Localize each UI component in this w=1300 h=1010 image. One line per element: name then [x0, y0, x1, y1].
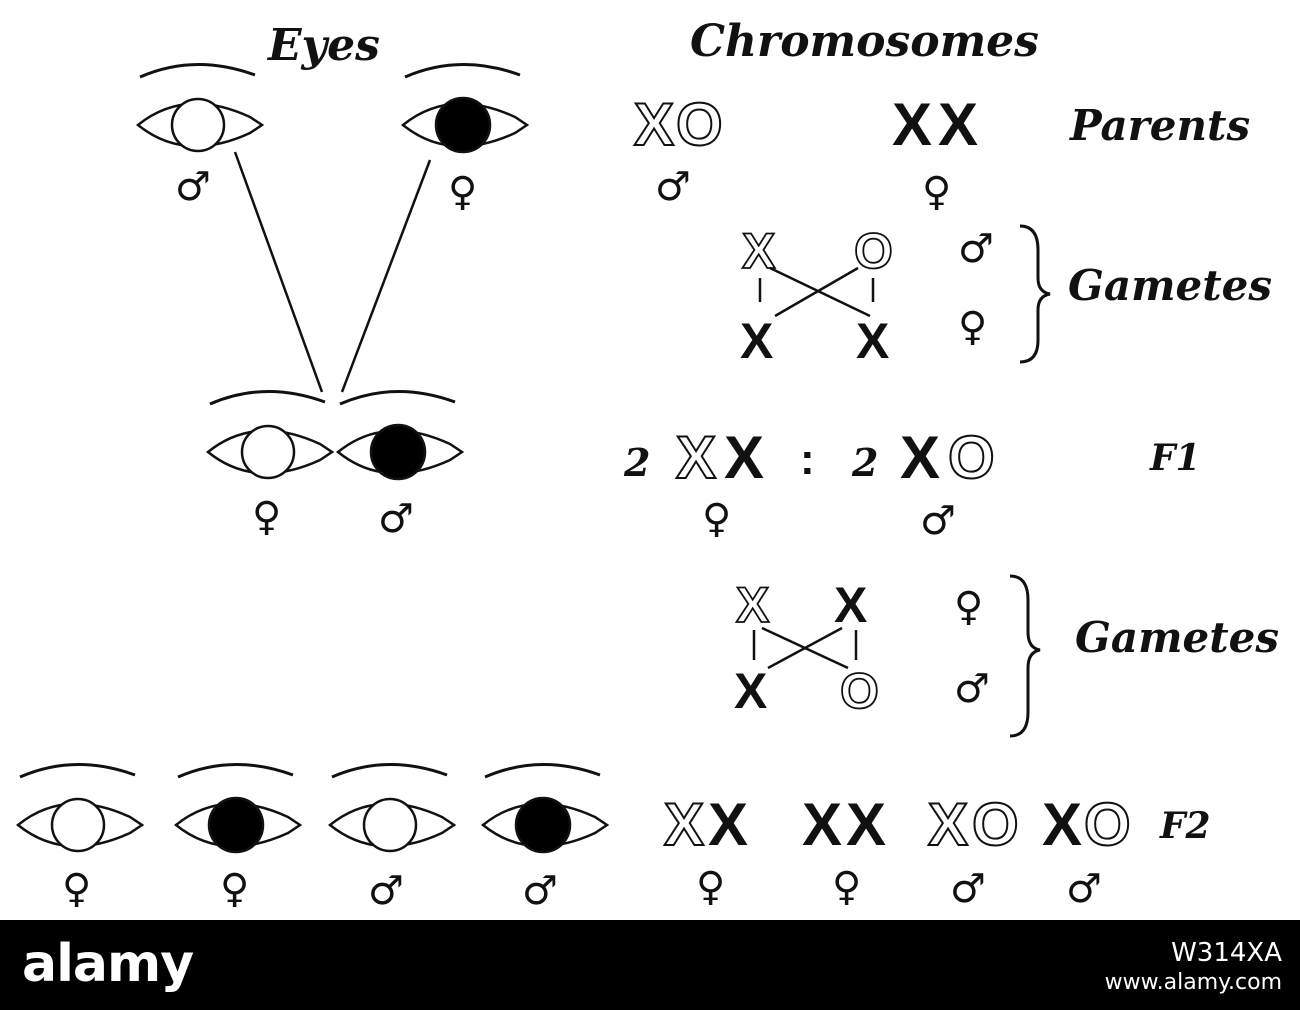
- f2-eye-2-black: [176, 764, 300, 852]
- f1-chrom-male-symbol: ♂: [920, 498, 956, 544]
- f2-chrom-2-symbol: ♀: [832, 864, 861, 910]
- f2-label: F2: [1159, 805, 1211, 847]
- gamete2-x-bold-left: X: [734, 663, 767, 719]
- gamete1-x-bold-right: X: [856, 313, 889, 369]
- inheritance-line-left: [235, 152, 322, 392]
- f1-male-black-eye: [338, 391, 462, 479]
- parent-chrom-male-symbol: ♂: [655, 164, 691, 210]
- parent-female-x-1: X: [892, 91, 932, 158]
- f2-c3-o: O: [972, 791, 1019, 858]
- f2-eye-3-symbol: ♂: [368, 868, 404, 914]
- gamete1-x-bold-left: X: [740, 313, 773, 369]
- gamete1-male-symbol: ♂: [958, 226, 994, 272]
- f2-c3-x-open: X: [928, 791, 968, 858]
- f1-male-x-bold: X: [900, 424, 940, 491]
- gamete2-male-symbol: ♂: [954, 666, 990, 712]
- f1-eye-female-symbol: ♀: [252, 494, 281, 540]
- gamete2-x-bold-right: X: [834, 577, 867, 633]
- f2-chrom-3-symbol: ♂: [950, 866, 986, 912]
- inheritance-line-right: [342, 160, 430, 392]
- chromosomes-heading: Chromosomes: [690, 16, 1039, 67]
- parent-female-x-2: X: [938, 91, 978, 158]
- f1-female-x-bold: X: [724, 424, 764, 491]
- f2-c4-o: O: [1084, 791, 1131, 858]
- f1-count-left: 2: [623, 440, 650, 485]
- eyes-heading: Eyes: [266, 20, 380, 71]
- f2-chrom-1-symbol: ♀: [696, 864, 725, 910]
- stock-footer-bar: alamy W314XA www.alamy.com: [0, 920, 1300, 1010]
- f1-eye-male-symbol: ♂: [378, 496, 414, 542]
- gamete2-cross-b: [768, 628, 842, 668]
- f2-eye-3-white: [330, 764, 454, 851]
- f1-chrom-female-symbol: ♀: [702, 496, 731, 542]
- parent-female-black-eye: [403, 64, 527, 152]
- parents-label: Parents: [1069, 101, 1250, 150]
- gametes-label-2: Gametes: [1075, 613, 1279, 662]
- gametes-label-1: Gametes: [1068, 261, 1272, 310]
- gamete2-brace: [1010, 576, 1040, 736]
- f2-c1-x-bold: X: [708, 791, 748, 858]
- f1-female-white-eye: [208, 391, 332, 478]
- alamy-logo: alamy: [22, 934, 193, 994]
- gamete2-x-open: X: [736, 577, 769, 633]
- gamete1-x-open: X: [742, 223, 775, 279]
- parent-male-symbol: ♂: [175, 164, 211, 210]
- f2-c4-x-bold: X: [1042, 791, 1082, 858]
- parent-chrom-female-symbol: ♀: [922, 169, 951, 215]
- f2-eye-1-symbol: ♀: [62, 866, 91, 912]
- f2-eye-1-white: [18, 764, 142, 851]
- inheritance-diagram: Eyes Chromosomes Parents Gametes F1 Game…: [0, 0, 1300, 920]
- footer-url: www.alamy.com: [1105, 970, 1282, 995]
- f2-chrom-4-symbol: ♂: [1066, 866, 1102, 912]
- f1-label: F1: [1149, 437, 1201, 479]
- parent-male-x-open: X: [634, 91, 674, 158]
- image-id: W314XA: [1171, 938, 1282, 968]
- parent-male-o: O: [676, 91, 723, 158]
- f2-eye-4-symbol: ♂: [522, 868, 558, 914]
- parent-female-symbol: ♀: [448, 169, 477, 215]
- f2-c2-x-bold-2: X: [846, 791, 886, 858]
- gamete1-female-symbol: ♀: [958, 304, 987, 350]
- f2-c2-x-bold-1: X: [802, 791, 842, 858]
- f2-eye-4-black: [483, 764, 607, 852]
- parent-male-white-eye: [138, 64, 262, 151]
- gamete1-brace: [1020, 226, 1050, 362]
- f1-female-x-open: X: [676, 424, 716, 491]
- gamete1-o: O: [854, 223, 893, 279]
- f1-male-o: O: [948, 424, 995, 491]
- f2-c1-x-open: X: [664, 791, 704, 858]
- f1-count-right: 2: [851, 440, 878, 485]
- gamete2-o: O: [840, 663, 879, 719]
- gamete2-female-symbol: ♀: [954, 584, 983, 630]
- f1-ratio-separator: :: [800, 435, 815, 484]
- f2-eye-2-symbol: ♀: [220, 866, 249, 912]
